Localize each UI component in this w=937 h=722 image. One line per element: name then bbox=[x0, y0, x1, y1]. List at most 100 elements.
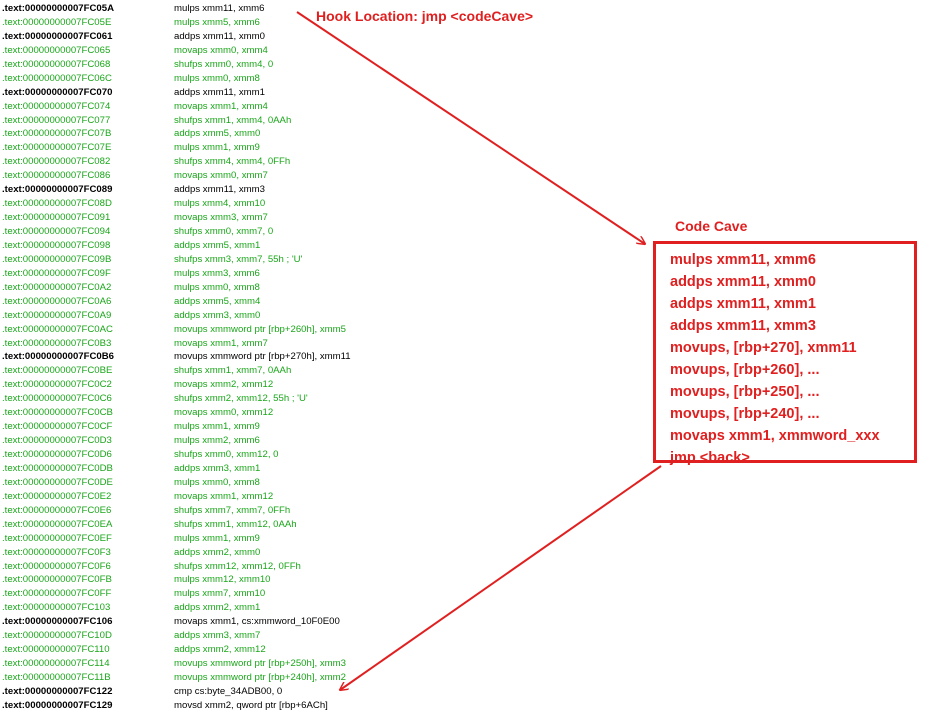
code-cave-line: addps xmm11, xmm1 bbox=[670, 296, 816, 312]
listing-instruction: addps xmm2, xmm12 bbox=[174, 644, 266, 656]
code-cave-line: addps xmm11, xmm3 bbox=[670, 318, 816, 334]
listing-instruction: movaps xmm0, xmm7 bbox=[174, 170, 268, 182]
listing-address: .text:00000000007FC0E2 bbox=[2, 490, 112, 502]
listing-address: .text:00000000007FC086 bbox=[2, 170, 111, 182]
listing-address: .text:00000000007FC0A2 bbox=[2, 281, 112, 293]
listing-instruction: shufps xmm7, xmm7, 0FFh bbox=[174, 504, 291, 516]
listing-row: .text:00000000007FC09F mulps xmm3, xmm6 bbox=[0, 267, 470, 281]
listing-instruction: addps xmm2, xmm0 bbox=[174, 546, 261, 558]
listing-address: .text:00000000007FC0CF bbox=[2, 421, 113, 433]
listing-instruction: mulps xmm0, xmm8 bbox=[174, 72, 260, 84]
listing-row: .text:00000000007FC0AC movups xmmword ptr… bbox=[0, 323, 470, 337]
listing-instruction: mulps xmm2, xmm6 bbox=[174, 435, 260, 447]
listing-address: .text:00000000007FC0F3 bbox=[2, 546, 111, 558]
code-cave-line: movups, [rbp+270], xmm11 bbox=[670, 340, 857, 356]
listing-row: .text:00000000007FC098 addps xmm5, xmm1 bbox=[0, 239, 470, 253]
listing-address: .text:00000000007FC11B bbox=[2, 672, 111, 683]
listing-instruction: mulps xmm0, xmm8 bbox=[174, 476, 260, 488]
code-cave-line: addps xmm11, xmm0 bbox=[670, 274, 816, 290]
listing-address: .text:00000000007FC09F bbox=[2, 267, 111, 279]
listing-address: .text:00000000007FC0F6 bbox=[2, 560, 111, 572]
listing-address: .text:00000000007FC0DB bbox=[2, 462, 113, 474]
listing-instruction: mulps xmm7, xmm10 bbox=[174, 588, 266, 600]
listing-instruction: addps xmm5, xmm0 bbox=[174, 128, 261, 140]
listing-instruction: shufps xmm0, xmm7, 0 bbox=[174, 226, 274, 237]
listing-row: .text:00000000007FC0F3 addps xmm2, xmm0 bbox=[0, 546, 470, 560]
listing-address: .text:00000000007FC103 bbox=[2, 602, 111, 614]
listing-address: .text:00000000007FC0A9 bbox=[2, 309, 112, 321]
listing-address: .text:00000000007FC077 bbox=[2, 114, 111, 126]
listing-instruction: movaps xmm1, xmm7 bbox=[174, 337, 268, 349]
listing-instruction: cmp cs:byte_34ADB00, 0 bbox=[174, 685, 283, 697]
hook-location-label: Hook Location: jmp <codeCave> bbox=[316, 8, 534, 24]
code-cave-line: movaps xmm1, xmmword_xxx bbox=[670, 428, 880, 444]
listing-row: .text:00000000007FC0C6 shufps xmm2, xmm12… bbox=[0, 392, 470, 406]
listing-row: .text:00000000007FC106 movaps xmm1, cs:xm… bbox=[0, 615, 470, 629]
listing-address: .text:00000000007FC05E bbox=[2, 16, 112, 28]
listing-address: .text:00000000007FC06C bbox=[2, 72, 112, 84]
listing-instruction: addps xmm11, xmm0 bbox=[174, 30, 265, 42]
listing-address: .text:00000000007FC106 bbox=[2, 616, 113, 628]
listing-instruction: addps xmm3, xmm7 bbox=[174, 630, 261, 642]
listing-instruction: addps xmm11, xmm1 bbox=[174, 86, 265, 98]
listing-address: .text:00000000007FC089 bbox=[2, 184, 113, 196]
listing-instruction: shufps xmm2, xmm12, 55h ; 'U' bbox=[174, 393, 308, 405]
listing-address: .text:00000000007FC070 bbox=[2, 86, 113, 98]
listing-address: .text:00000000007FC0CB bbox=[2, 407, 113, 419]
listing-instruction: mulps xmm1, xmm9 bbox=[174, 532, 260, 544]
code-cave-title: Code Cave bbox=[675, 218, 748, 234]
listing-address: .text:00000000007FC0AC bbox=[2, 323, 113, 335]
listing-instruction: movaps xmm1, cs:xmmword_10F0E00 bbox=[174, 616, 340, 628]
listing-instruction: shufps xmm0, xmm4, 0 bbox=[174, 58, 274, 70]
listing-address: .text:00000000007FC065 bbox=[2, 44, 111, 56]
listing-instruction: mulps xmm4, xmm10 bbox=[174, 198, 266, 210]
listing-instruction: movaps xmm2, xmm12 bbox=[174, 379, 274, 391]
listing-instruction: addps xmm11, xmm3 bbox=[174, 184, 265, 196]
listing-instruction: addps xmm5, xmm1 bbox=[174, 239, 261, 251]
listing-address: .text:00000000007FC129 bbox=[2, 699, 113, 711]
listing-address: .text:00000000007FC114 bbox=[2, 658, 110, 670]
listing-address: .text:00000000007FC0C6 bbox=[2, 393, 112, 405]
listing-row: .text:00000000007FC06C mulps xmm0, xmm8 bbox=[0, 72, 470, 86]
code-cave-line: movups, [rbp+250], ... bbox=[670, 384, 820, 400]
code-cave-line: movups, [rbp+260], ... bbox=[670, 362, 820, 378]
listing-instruction: shufps xmm0, xmm12, 0 bbox=[174, 449, 279, 460]
listing-row: .text:00000000007FC089 addps xmm11, xmm3 bbox=[0, 183, 470, 197]
listing-instruction: movups xmmword ptr [rbp+270h], xmm11 bbox=[174, 351, 351, 363]
listing-instruction: movups xmmword ptr [rbp+250h], xmm3 bbox=[174, 658, 346, 670]
code-cave-line: movups, [rbp+240], ... bbox=[670, 406, 820, 422]
listing-instruction: shufps xmm1, xmm7, 0AAh bbox=[174, 365, 292, 377]
listing-instruction: mulps xmm3, xmm6 bbox=[174, 267, 260, 279]
listing-row: .text:00000000007FC0A2 mulps xmm0, xmm8 bbox=[0, 281, 470, 295]
listing-instruction: mulps xmm0, xmm8 bbox=[174, 281, 260, 293]
listing-row: .text:00000000007FC114 movups xmmword ptr… bbox=[0, 657, 470, 671]
listing-instruction: mulps xmm11, xmm6 bbox=[174, 3, 265, 14]
listing-address: .text:00000000007FC0EF bbox=[2, 532, 112, 544]
listing-address: .text:00000000007FC061 bbox=[2, 30, 113, 42]
listing-address: .text:00000000007FC098 bbox=[2, 239, 111, 251]
listing-address: .text:00000000007FC0E6 bbox=[2, 504, 112, 516]
listing-row: .text:00000000007FC0E6 shufps xmm7, xmm7,… bbox=[0, 504, 470, 518]
listing-instruction: movaps xmm3, xmm7 bbox=[174, 212, 268, 224]
listing-instruction: movaps xmm1, xmm12 bbox=[174, 490, 274, 502]
listing-instruction: movups xmmword ptr [rbp+260h], xmm5 bbox=[174, 323, 346, 335]
listing-address: .text:00000000007FC07E bbox=[2, 142, 112, 154]
